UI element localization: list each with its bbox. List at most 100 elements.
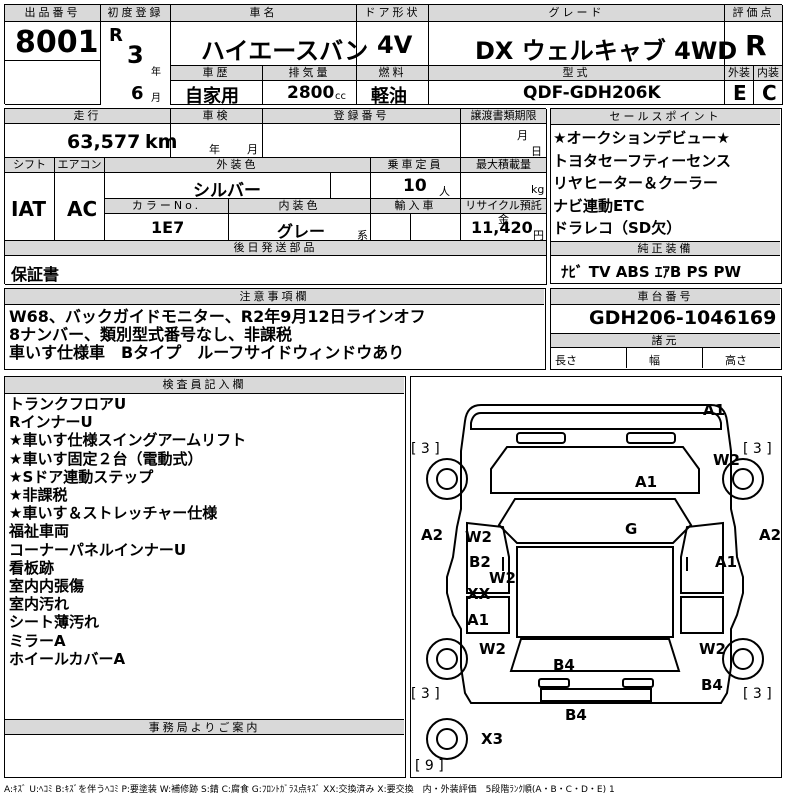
rear-bumper-outline bbox=[540, 688, 652, 702]
inspector-item: RインナーU bbox=[9, 413, 93, 432]
tire-rear-left bbox=[426, 638, 468, 680]
tire-label-spare: [ 9 ] bbox=[415, 758, 444, 774]
later-parts: 保証書 bbox=[11, 265, 60, 284]
inspector-item: ★車いす固定２台（電動式） bbox=[9, 449, 203, 468]
right-door-front bbox=[680, 521, 724, 594]
genuine-equipment: ﾅﾋﾞ TV ABS ｴｱB PS PW bbox=[561, 263, 742, 281]
mark-a2-left: A2 bbox=[421, 526, 443, 544]
grade: DX ウェルキャブ 4WD bbox=[475, 37, 738, 65]
sales-point: リヤヒーター＆クーラー bbox=[553, 174, 719, 192]
int-color-header: 内装色 bbox=[229, 199, 371, 214]
lot-no-header: 出品番号 bbox=[5, 5, 101, 22]
door-header: ドア形状 bbox=[357, 5, 429, 22]
sales-points-header: セールスポイント bbox=[551, 109, 780, 125]
sales-point: ドラレコ（SD欠） bbox=[553, 219, 682, 237]
tire-label-rear-left: [ 3 ] bbox=[411, 686, 440, 702]
exterior-score: E bbox=[733, 81, 747, 105]
chassis-box: 車台番号 GDH206-1046169 諸元 長さ 幅 高さ bbox=[550, 288, 782, 370]
color-no-header: カラーNo. bbox=[105, 199, 229, 214]
inspector-item: ★Sドア連動ステップ bbox=[9, 467, 154, 486]
inspector-item: ★車いす仕様スイングアームリフト bbox=[9, 431, 247, 450]
transfer-month-unit: 月 bbox=[517, 129, 528, 142]
inspector-box: 検査員記入欄 トランクフロアU RインナーU ★車いす仕様スイングアームリフト … bbox=[4, 376, 406, 778]
spec-height: 高さ bbox=[725, 354, 747, 367]
vehicle-diagram: A1 W2 A1 G A2 A2 W2 B2 W2 A1 XX A1 W2 W2… bbox=[411, 401, 780, 774]
first-reg-header: 初度登録 bbox=[101, 5, 171, 22]
tire-front-right bbox=[722, 458, 764, 500]
later-parts-header: 後日発送部品 bbox=[5, 241, 547, 256]
car-history: 自家用 bbox=[185, 86, 239, 107]
fuel-header: 燃料 bbox=[357, 66, 429, 81]
interior-color: グレー bbox=[277, 222, 326, 241]
rear-window-outline bbox=[509, 638, 681, 672]
tire-label-front-left: [ 3 ] bbox=[411, 441, 440, 457]
model-header: 型式 bbox=[429, 66, 725, 81]
lot-no: 8001 bbox=[15, 25, 99, 60]
interior-header: 内装 bbox=[754, 66, 783, 81]
left-taillight bbox=[538, 678, 570, 688]
recycle-header: リサイクル預託金 bbox=[461, 199, 547, 226]
shift-header: シフト bbox=[5, 158, 55, 173]
reg-no-header: 登録番号 bbox=[263, 109, 461, 124]
recycle-fee: 11,420 bbox=[471, 218, 533, 237]
model-code: QDF-GDH206K bbox=[523, 83, 661, 103]
reg-year: 3 bbox=[127, 41, 144, 69]
mileage-header: 走行 bbox=[5, 109, 171, 124]
yen-unit: 円 bbox=[533, 229, 544, 242]
vehicle-detail-table: 走行 車検 登録番号 譲渡書類期限 63,577 km 年 月 月 日 シフト … bbox=[4, 108, 547, 285]
sales-point: ★オークションデビュー★ bbox=[553, 129, 730, 147]
mark-b4-bumper: B4 bbox=[565, 706, 587, 724]
era-letter: R bbox=[109, 25, 123, 46]
mark-b4-floor: B4 bbox=[553, 656, 575, 674]
inspector-list: トランクフロアU RインナーU ★車いす仕様スイングアームリフト ★車いす固定２… bbox=[9, 395, 246, 668]
inspector-item: ★車いす＆ストレッチャー仕様 bbox=[9, 504, 218, 523]
front-bumper-outline bbox=[470, 412, 722, 430]
mark-w2-rear-right: W2 bbox=[699, 640, 726, 658]
chassis-header: 車台番号 bbox=[551, 289, 780, 305]
left-door-rear bbox=[466, 596, 510, 634]
reg-month: 6 bbox=[131, 83, 144, 104]
mark-a2-right: A2 bbox=[759, 526, 780, 544]
inspection-month-unit: 月 bbox=[247, 143, 258, 156]
shift-type: IAT bbox=[11, 197, 47, 221]
chassis-number: GDH206-1046169 bbox=[589, 307, 777, 329]
mark-xx: XX bbox=[467, 585, 491, 603]
seating-capacity: 10 bbox=[403, 176, 427, 196]
specs-header: 諸元 bbox=[551, 333, 780, 348]
vehicle-header-table: 出品番号 初度登録 車名 ドア形状 グレード 評価点 8001 R 3 年 6 … bbox=[4, 4, 783, 107]
note-line: 8ナンバー、類別型式番号なし、非課税 bbox=[9, 325, 292, 344]
cc-unit: cc bbox=[335, 91, 346, 102]
mark-a1-lower: A1 bbox=[467, 611, 489, 629]
car-name: ハイエースバン bbox=[201, 37, 369, 65]
note-line: 車いす仕様車 Bタイプ ルーフサイドウィンドウあり bbox=[9, 343, 405, 362]
right-door-rear bbox=[680, 596, 724, 634]
genuine-header: 純正装備 bbox=[551, 241, 780, 256]
office-header: 事務局よりご案内 bbox=[5, 719, 404, 735]
tire-label-rear-right: [ 3 ] bbox=[743, 686, 772, 702]
left-door-front bbox=[466, 521, 510, 594]
inspector-item: ミラーA bbox=[9, 631, 66, 650]
inspector-item: トランクフロアU bbox=[9, 395, 127, 413]
inspection-year-unit: 年 bbox=[209, 143, 220, 156]
body-color: シルバー bbox=[193, 181, 261, 201]
mark-w2-rear-left: W2 bbox=[479, 640, 506, 658]
inspector-item: ★非課税 bbox=[9, 486, 68, 505]
transfer-header: 譲渡書類期限 bbox=[461, 109, 547, 124]
score-header: 評価点 bbox=[725, 5, 783, 22]
door-type: 4V bbox=[377, 31, 413, 59]
damage-legend: A:ｷｽﾞ U:ﾍｺﾐ B:ｷｽﾞを伴うﾍｺﾐ P:要塗装 W:補修跡 S:錆 … bbox=[4, 785, 615, 795]
overall-score: R bbox=[745, 29, 767, 62]
mark-w2-front-right: W2 bbox=[713, 451, 740, 469]
interior-score: C bbox=[762, 81, 777, 105]
inspector-item: シート薄汚れ bbox=[9, 613, 100, 632]
mark-w2-middle: W2 bbox=[489, 569, 516, 587]
car-name-header: 車名 bbox=[171, 5, 357, 22]
fuel-type: 軽油 bbox=[371, 86, 407, 107]
tire-spare bbox=[426, 718, 468, 760]
month-unit: 月 bbox=[151, 93, 161, 104]
grade-header: グレード bbox=[429, 5, 725, 22]
inspection-header: 車検 bbox=[171, 109, 263, 124]
aircon-type: AC bbox=[67, 197, 98, 221]
person-unit: 人 bbox=[439, 185, 450, 198]
sales-points-box: セールスポイント ★オークションデビュー★ トヨタセーフティーセンス リヤヒータ… bbox=[550, 108, 782, 284]
